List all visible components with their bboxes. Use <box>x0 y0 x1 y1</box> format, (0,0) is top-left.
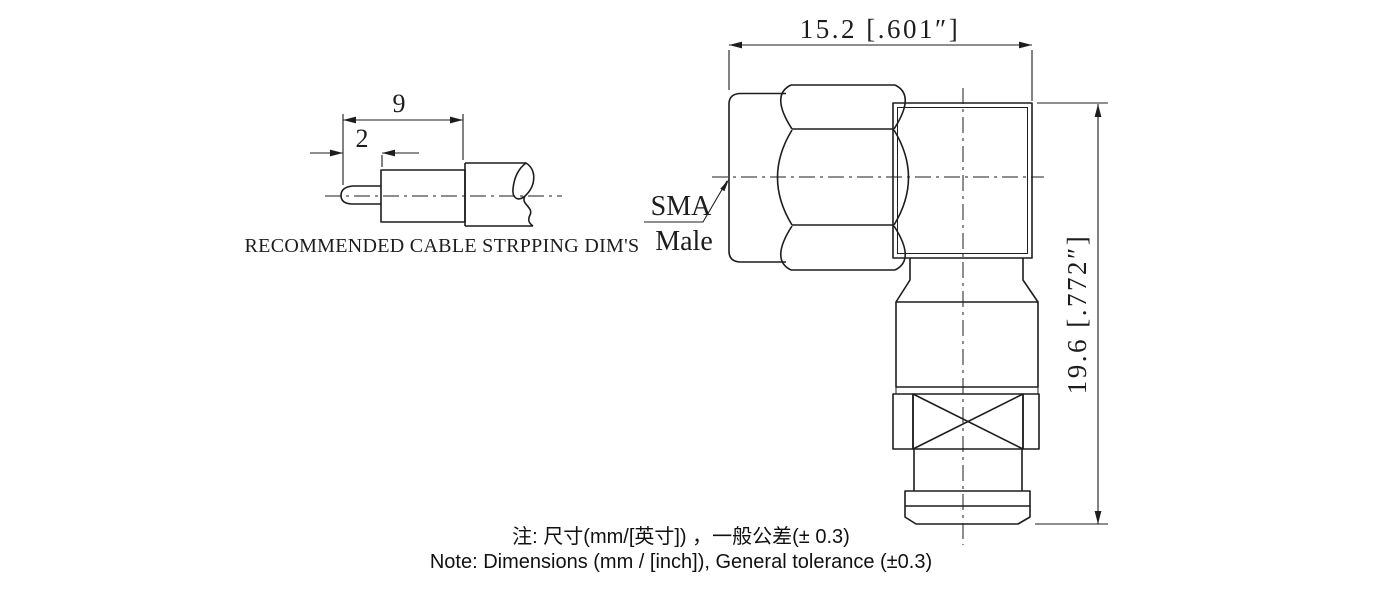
stripping-caption: RECOMMENDED CABLE STRPPING DIM'S <box>245 235 640 257</box>
dim-width-extension-lines <box>728 50 1033 101</box>
connector-label: SMA Male <box>644 179 729 257</box>
dim-height-arrow-bottom <box>1094 511 1102 524</box>
jacket-outline <box>464 162 533 227</box>
neck-and-taper <box>895 258 1039 303</box>
dim-height-extension-lines <box>1035 102 1108 525</box>
dimension-overall-9: 9 <box>342 89 464 185</box>
label-leader-line <box>644 180 728 223</box>
dim-9-arrow-left <box>343 116 356 124</box>
dim-width-arrow-right <box>1019 41 1032 49</box>
tolerance-notes: 注: 尺寸(mm/[英寸]) ，一般公差(± 0.3) Note: Dimens… <box>430 525 932 573</box>
dim-9-extension-lines <box>342 114 464 185</box>
dim-2-arrow-right <box>382 149 395 157</box>
dim-9-arrow-right <box>450 116 463 124</box>
dimension-height: 19.6 [.772″] <box>1035 102 1108 525</box>
jacket-break-section <box>512 162 535 200</box>
dim-height-text: 19.6 [.772″] <box>1062 234 1092 394</box>
dim-width-text: 15.2 [.601″] <box>800 14 960 44</box>
crimp-x-mark <box>912 393 1024 450</box>
body-block-inner <box>897 107 1028 254</box>
dim-height-arrow-top <box>1094 104 1102 117</box>
connector-label-line2: Male <box>655 226 713 257</box>
dim-2-text: 2 <box>356 124 369 153</box>
lower-cylinder <box>913 449 1023 491</box>
crimp-flank-left <box>892 393 914 450</box>
dim-9-text: 9 <box>393 89 406 118</box>
cable-jacket <box>464 162 535 227</box>
right-angle-body-block <box>892 102 1033 259</box>
hex-outline <box>791 84 895 271</box>
interface-barrel <box>728 92 786 263</box>
crimp-flank-right <box>1022 393 1040 450</box>
hex-left-arcs <box>776 84 793 271</box>
jacket-break-curve <box>523 195 534 227</box>
note-chinese: 注: 尺寸(mm/[英寸]) ，一般公差(± 0.3) <box>512 525 850 548</box>
lower-body <box>892 258 1040 525</box>
crimp-box <box>912 393 1024 450</box>
cable-stripping-view: 9 2 RECOMMENDED CABLE STRPPING DIM'S <box>245 89 640 257</box>
dim-width-arrow-left <box>729 41 742 49</box>
end-flange <box>904 490 1031 525</box>
dim-2-arrow-left <box>330 149 343 157</box>
center-pin <box>340 185 381 205</box>
note-english: Note: Dimensions (mm / [inch]), General … <box>430 551 932 573</box>
dim-2-lines <box>310 152 419 167</box>
body-cylinder <box>895 301 1039 388</box>
hex-facet-lines <box>792 128 894 226</box>
dimension-pin-2: 2 <box>310 124 419 167</box>
groove-lines <box>895 387 1039 394</box>
sma-connector-view: 15.2 [.601″] 19.6 [.772″] SMA Male <box>644 14 1108 545</box>
body-block-outer <box>892 102 1033 259</box>
connector-label-line1: SMA <box>651 191 712 222</box>
dimension-width: 15.2 [.601″] <box>728 14 1033 101</box>
label-leader-arrow <box>720 179 729 192</box>
